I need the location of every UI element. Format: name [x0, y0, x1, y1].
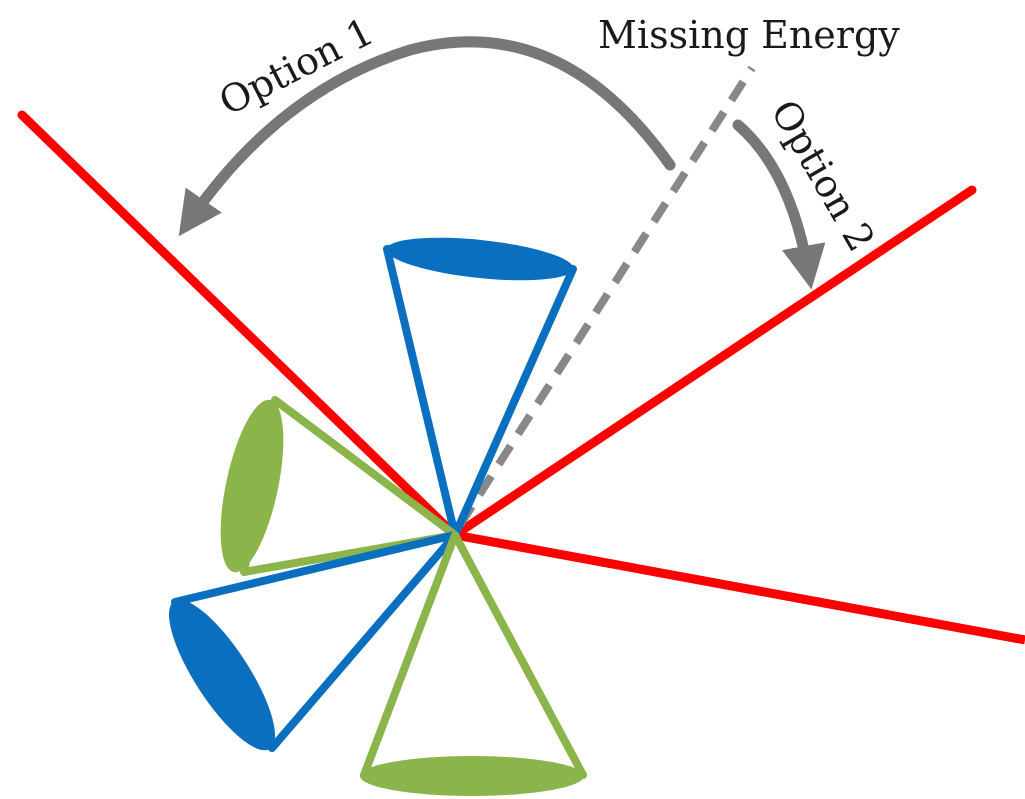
option2-arrow: [732, 119, 826, 290]
blue-cone-top: [383, 237, 577, 539]
red-lines: [17, 110, 1025, 645]
missing-energy-label: Missing Energy: [598, 13, 900, 57]
red-line-upper-left: [17, 110, 460, 540]
missing-energy-dashed-line: [456, 65, 756, 528]
green-cone-left: [220, 396, 459, 576]
green-cone-bottom: [360, 531, 587, 796]
option1-arrow: [178, 36, 676, 237]
red-line-lower-right: [454, 530, 1025, 645]
blue-cone-lower-left: [168, 531, 459, 752]
red-line-upper-right: [450, 185, 977, 540]
